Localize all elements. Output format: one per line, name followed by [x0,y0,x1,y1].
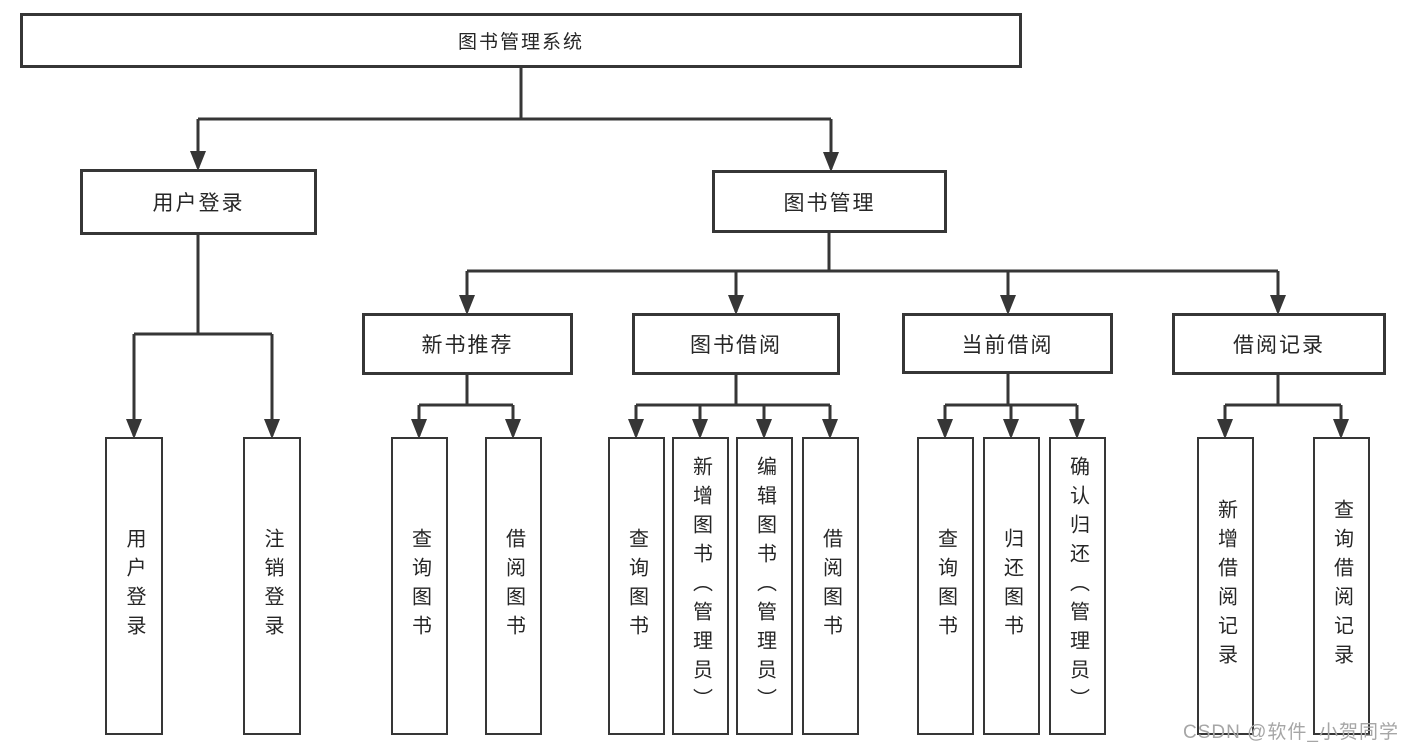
node-label: 图书管理 [783,191,876,215]
node-library-management-system: 图书管理系统 [20,13,1022,68]
node-label: 查询图书 [934,528,957,644]
node-borrowing-records: 借阅记录 [1172,313,1386,375]
node-current-borrowing: 当前借阅 [902,313,1113,374]
leaf-query-books-1: 查询图书 [391,437,448,735]
node-label: 当前借阅 [961,333,1054,357]
leaf-confirm-return-admin: 确认归还（管理员） [1049,437,1106,735]
leaf-query-books-2: 查询图书 [608,437,665,735]
node-label: 借阅图书 [819,528,842,644]
leaf-borrow-books-2: 借阅图书 [802,437,859,735]
node-user-login: 用户登录 [80,169,317,235]
leaf-add-book-admin: 新增图书（管理员） [672,437,729,735]
leaf-return-book: 归还图书 [983,437,1040,735]
node-new-book-recommendation: 新书推荐 [362,313,573,375]
node-label: 用户登录 [123,528,145,644]
leaf-query-borrow-record: 查询借阅记录 [1313,437,1370,735]
leaf-add-borrow-record: 新增借阅记录 [1197,437,1254,735]
node-label: 查询借阅记录 [1330,499,1353,673]
node-label: 查询图书 [408,528,431,644]
node-book-management: 图书管理 [712,170,947,233]
leaf-borrow-books-1: 借阅图书 [485,437,542,735]
leaf-query-books-3: 查询图书 [917,437,974,735]
leaf-logout: 注销登录 [243,437,301,735]
node-label: 新增借阅记录 [1214,499,1237,673]
node-label: 注销登录 [261,528,283,644]
leaf-user-login: 用户登录 [105,437,163,735]
node-label: 图书管理系统 [457,32,584,53]
node-label: 借阅记录 [1233,334,1325,357]
csdn-watermark: CSDN @软件_小贺同学 [1183,722,1399,743]
node-label: 新增图书（管理员） [689,455,712,717]
node-label: 借阅图书 [502,528,525,644]
node-label: 用户登录 [152,192,245,215]
node-label: 归还图书 [1000,528,1023,644]
node-label: 编辑图书（管理员） [753,455,776,717]
node-label: 查询图书 [625,528,648,644]
node-book-borrowing: 图书借阅 [632,313,840,375]
node-label: 新书推荐 [421,334,514,357]
node-label: 确认归还（管理员） [1066,455,1089,717]
node-label: 图书借阅 [690,334,782,357]
leaf-edit-book-admin: 编辑图书（管理员） [736,437,793,735]
